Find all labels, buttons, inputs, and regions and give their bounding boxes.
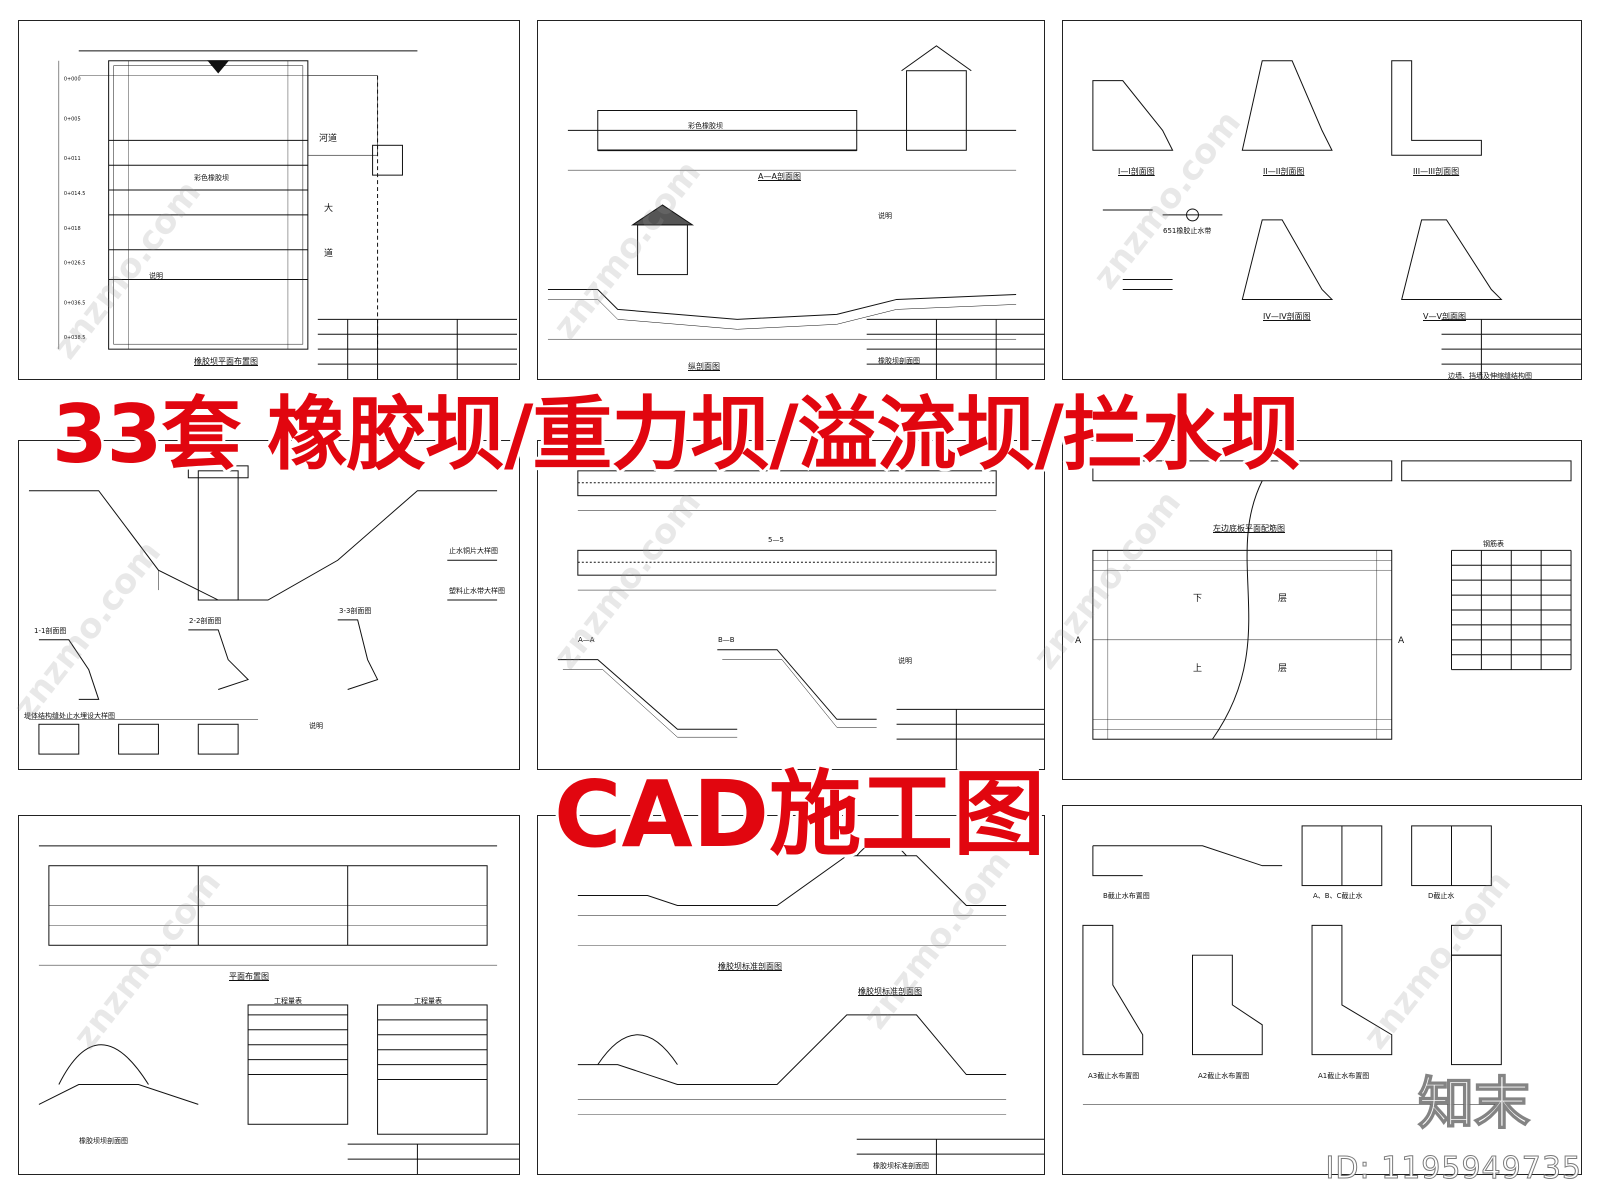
waterstop-label-a3: A3截止水布置图 bbox=[1088, 1072, 1140, 1080]
slab-label-layer1: 层 bbox=[1278, 594, 1288, 604]
promo-subtitle: CAD施工图 bbox=[554, 761, 1046, 868]
waterstop-label-a2: A2截止水布置图 bbox=[1198, 1072, 1250, 1080]
drawing-sheet-standard: 橡胶坝标准剖面图 橡胶坝标准剖面图 橡胶坝标准剖面图 bbox=[537, 815, 1045, 1175]
waterstop-linework bbox=[1082, 825, 1502, 1105]
plan-linework: 0+000 0+005 0+011 0+014.5 0+018 0+026.5 0+0… bbox=[58, 50, 518, 379]
section-label-notes: 说明 bbox=[878, 212, 892, 220]
waterstop-label-abc: A、B、C截止水 bbox=[1313, 892, 1363, 900]
rebar-label-bb: B—B bbox=[718, 636, 735, 644]
slab-label-table: 钢筋表 bbox=[1483, 540, 1504, 548]
rebar-label-aa: A—A bbox=[578, 636, 595, 644]
slab-drawing-name: 左边底板平面配筋图 bbox=[1213, 524, 1285, 533]
rebar-linework bbox=[557, 470, 1044, 769]
drawing-sheet-details: I—I剖面图 II—II剖面图 III—III剖面图 IV—IV剖面图 V—V剖… bbox=[1062, 20, 1582, 380]
drawing-sheet-structure: 1-1剖面图 2-2剖面图 3-3剖面图 止水铜片大样图 塑料止水带大样图 堤体… bbox=[18, 440, 520, 770]
layout-label-table2: 工程量表 bbox=[414, 997, 442, 1005]
slab-label-a-left: A bbox=[1075, 636, 1082, 646]
slab-label-lower: 下 bbox=[1193, 594, 1203, 604]
rebar-label-55: 5—5 bbox=[768, 536, 784, 544]
drawing-sheet-waterstop: B截止水布置图 A、B、C截止水 D截止水 A3截止水布置图 A2截止水布置图 … bbox=[1062, 805, 1582, 1175]
svg-text:0+005: 0+005 bbox=[64, 116, 81, 122]
section-label-dam: 彩色橡胶坝 bbox=[688, 122, 723, 130]
svg-text:0+000: 0+000 bbox=[64, 77, 81, 83]
slab-label-a-right: A bbox=[1398, 636, 1405, 646]
standard-linework bbox=[577, 840, 1044, 1174]
structure-label-2: 2-2剖面图 bbox=[189, 617, 222, 625]
details-label-4: IV—IV剖面图 bbox=[1263, 312, 1311, 321]
layout-linework bbox=[38, 845, 519, 1174]
svg-text:0+038.5: 0+038.5 bbox=[64, 335, 86, 341]
plan-label-dam: 彩色橡胶坝 bbox=[194, 174, 229, 182]
section-label-title: 橡胶坝剖面图 bbox=[878, 357, 920, 365]
svg-text:0+018: 0+018 bbox=[64, 226, 81, 232]
drawing-sheet-rebar: A—A B—B 5—5 说明 bbox=[537, 440, 1045, 770]
svg-text:0+036.5: 0+036.5 bbox=[64, 300, 86, 306]
structure-label-3: 3-3剖面图 bbox=[339, 607, 372, 615]
svg-text:0+026.5: 0+026.5 bbox=[64, 261, 86, 267]
plan-label-road: 道 bbox=[324, 249, 334, 259]
layout-drawing-name: 平面布置图 bbox=[229, 972, 269, 981]
brand-logo: 知末 bbox=[1417, 1071, 1531, 1138]
drawing-sheet-section: 彩色橡胶坝 A—A剖面图 说明 纵剖面图 橡胶坝剖面图 bbox=[537, 20, 1045, 380]
plan-label-notes: 说明 bbox=[149, 272, 163, 280]
plan-label-river: 河道 bbox=[319, 134, 338, 144]
details-label-2: II—II剖面图 bbox=[1263, 167, 1305, 176]
resource-id: ID: 1195949735 bbox=[1325, 1151, 1582, 1187]
waterstop-label-b: B截止水布置图 bbox=[1103, 892, 1150, 900]
layout-label-section: 橡胶坝坝剖面图 bbox=[79, 1137, 128, 1145]
slab-label-layer2: 层 bbox=[1278, 664, 1288, 674]
layout-label-table1: 工程量表 bbox=[274, 997, 302, 1005]
structure-label-joint: 堤体结构缝处止水埋设大样图 bbox=[24, 712, 115, 720]
standard-label-3: 橡胶坝标准剖面图 bbox=[873, 1162, 929, 1170]
structure-label-copper: 止水铜片大样图 bbox=[449, 547, 498, 555]
details-label-wall: 边墙、挡墙及伸缩缝结构图 bbox=[1448, 372, 1532, 380]
slab-linework bbox=[1092, 460, 1572, 740]
slab-label-upper: 上 bbox=[1193, 664, 1203, 674]
details-linework bbox=[1092, 60, 1581, 379]
details-drawing-name: I—I剖面图 bbox=[1118, 167, 1155, 176]
section-label-longitudinal: 纵剖面图 bbox=[688, 362, 720, 371]
structure-label-plastic: 塑料止水带大样图 bbox=[449, 587, 505, 595]
promo-title: 33套 橡胶坝/重力坝/溢流坝/拦水坝 bbox=[52, 388, 1301, 481]
plan-label-da: 大 bbox=[324, 204, 334, 214]
details-label-waterstop: 651橡胶止水带 bbox=[1163, 227, 1212, 235]
waterstop-label-a1: A1截止水布置图 bbox=[1318, 1072, 1370, 1080]
section-linework bbox=[547, 45, 1044, 379]
details-label-5: V—V剖面图 bbox=[1423, 312, 1466, 321]
rebar-label-notes: 说明 bbox=[898, 657, 912, 665]
svg-text:0+011: 0+011 bbox=[64, 156, 81, 162]
structure-label-1: 1-1剖面图 bbox=[34, 627, 67, 635]
standard-label-2: 橡胶坝标准剖面图 bbox=[858, 987, 922, 996]
svg-text:0+014.5: 0+014.5 bbox=[64, 191, 86, 197]
plan-drawing-name: 橡胶坝平面布置图 bbox=[194, 357, 258, 366]
standard-drawing-name: 橡胶坝标准剖面图 bbox=[718, 962, 782, 971]
drawing-sheet-plan: 0+000 0+005 0+011 0+014.5 0+018 0+026.5 0+0… bbox=[18, 20, 520, 380]
structure-label-notes: 说明 bbox=[309, 722, 323, 730]
drawing-sheet-layout: 平面布置图 橡胶坝坝剖面图 工程量表 工程量表 bbox=[18, 815, 520, 1175]
section-drawing-name: A—A剖面图 bbox=[758, 172, 801, 181]
waterstop-label-d: D截止水 bbox=[1428, 892, 1455, 900]
details-label-3: III—III剖面图 bbox=[1413, 167, 1460, 176]
structure-linework bbox=[28, 465, 498, 755]
drawing-sheet-slab: 左边底板平面配筋图 下 层 上 层 钢筋表 A A bbox=[1062, 440, 1582, 780]
